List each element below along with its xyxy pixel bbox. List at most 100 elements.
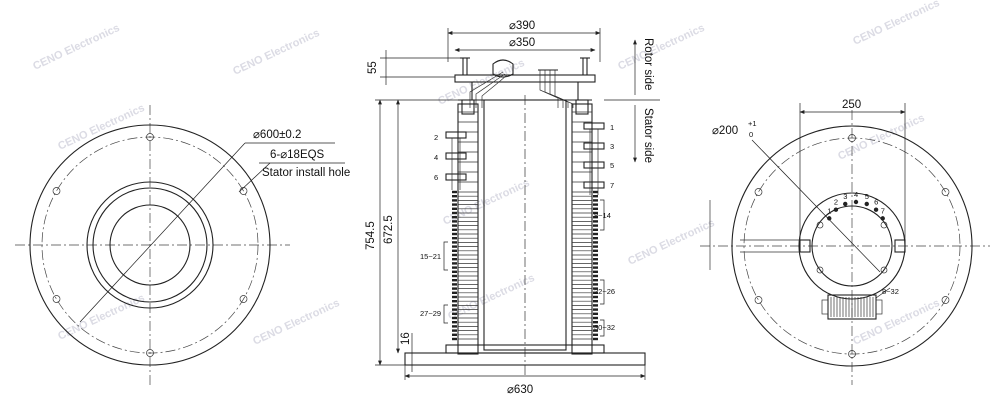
group-bracket (600, 279, 605, 305)
brush-terminal (593, 291, 598, 294)
base-height-label: 16 (400, 332, 412, 345)
brush-terminal (593, 237, 598, 240)
lead-label: 1 (610, 123, 614, 132)
brush-terminal (593, 228, 598, 231)
watermark: CENO Electronics (31, 22, 121, 73)
brush-terminal (452, 262, 457, 265)
left-ring-stack (457, 103, 479, 355)
brush-terminal (593, 211, 598, 215)
right-top-block (575, 99, 589, 115)
stator-terminal (583, 142, 605, 150)
brush-terminal (593, 312, 598, 315)
side-view: 2 4 6 1 3 5 7 15~21 27~29 8~14 22~26 30~… (365, 20, 660, 396)
lead-label: 5 (610, 161, 614, 170)
pin (880, 216, 885, 221)
bore-diameter-label: ⌀200 (712, 125, 738, 137)
brush-terminal (452, 207, 457, 210)
group-leader (875, 287, 891, 299)
right-ring-stack (571, 103, 593, 355)
watermark: CENO Electronics (251, 297, 341, 348)
install-hole (754, 188, 763, 196)
bolt-circle (41, 136, 259, 354)
rotor-top-plate (454, 74, 596, 83)
left-stator-terminals (445, 131, 467, 190)
stator-terminal (445, 131, 467, 139)
brush-terminal (452, 253, 457, 257)
stator-terminal (583, 161, 605, 169)
pin (827, 216, 832, 221)
brush-terminal (452, 321, 457, 324)
install-hole (52, 295, 61, 303)
outer-diameter-label: ⌀600±0.2 (253, 129, 301, 141)
brush-terminal (593, 300, 598, 303)
brush-terminal (452, 249, 457, 252)
brush-terminal (452, 274, 457, 278)
pin (833, 207, 839, 212)
brush-terminal (452, 329, 457, 332)
bore-circle (811, 205, 893, 287)
brush-terminal (452, 190, 457, 194)
stator-terminal (583, 181, 605, 189)
lead-label: 2 (434, 133, 438, 142)
watermark: CENO Electronics (836, 112, 926, 163)
install-holes-note: Stator install hole (262, 167, 350, 179)
watermark: CENO Electronics (56, 102, 146, 153)
bore-circle (109, 204, 191, 286)
brush-terminal (593, 316, 598, 320)
terminal-block-pins (830, 297, 874, 317)
right-brush-rows (572, 111, 598, 341)
body-height-label: 672.5 (383, 215, 395, 244)
install-hole (941, 296, 950, 304)
brush-terminal (452, 279, 457, 282)
brush-terminal (593, 190, 598, 194)
pin (864, 201, 869, 207)
lead-label: 3 (610, 142, 614, 151)
brush-terminal (452, 258, 457, 261)
base-plate (404, 352, 646, 366)
height-top-label: 55 (367, 61, 379, 74)
inner-diameter-label: ⌀350 (509, 37, 535, 49)
group-bracket (443, 304, 448, 324)
bore-tolerance-lower: 0 (749, 130, 753, 139)
pin-label: 5 (865, 192, 869, 201)
body-bolt (880, 221, 888, 229)
install-hole (754, 296, 763, 304)
group-label: 30~32 (594, 323, 615, 332)
front-view: ⌀600±0.2 6-⌀18EQS Stator install hole (15, 105, 350, 385)
top-diameter-label: ⌀390 (509, 20, 535, 32)
group-bracket (600, 199, 605, 231)
terminal-block-ear (875, 299, 883, 315)
brush-terminal (452, 287, 457, 290)
install-hole (146, 349, 154, 357)
rotor-wire (469, 71, 504, 108)
watermark: CENO Electronics (616, 22, 706, 73)
group-label: 8~14 (594, 211, 611, 220)
brush-terminal (452, 195, 457, 198)
brush-terminal (452, 300, 457, 303)
brush-terminal (593, 325, 598, 328)
brush-terminal (593, 304, 598, 307)
brush-terminal (593, 253, 598, 257)
lead-label: 4 (434, 153, 438, 162)
brush-terminal (593, 199, 598, 202)
brush-terminal (452, 224, 457, 227)
left-brush-rows (452, 111, 478, 341)
rotor-wire (549, 70, 569, 108)
install-holes-label: 6-⌀18EQS (270, 149, 325, 161)
brush-terminal (452, 333, 457, 336)
brush-terminal (593, 232, 598, 236)
diameter-leader (79, 142, 246, 323)
brush-terminal (593, 295, 598, 299)
stator-terminal (583, 122, 605, 130)
brush-terminal (593, 283, 598, 286)
brush-terminal (452, 312, 457, 315)
bolt-circle (743, 137, 961, 355)
body-bolt (880, 266, 888, 274)
brush-terminal (593, 195, 598, 198)
brush-terminal (452, 337, 457, 341)
brush-terminal (593, 207, 598, 210)
install-hole (848, 134, 856, 142)
group-label: 15~21 (420, 252, 441, 261)
pin-label: 3 (843, 192, 847, 201)
brush-terminal (452, 266, 457, 269)
